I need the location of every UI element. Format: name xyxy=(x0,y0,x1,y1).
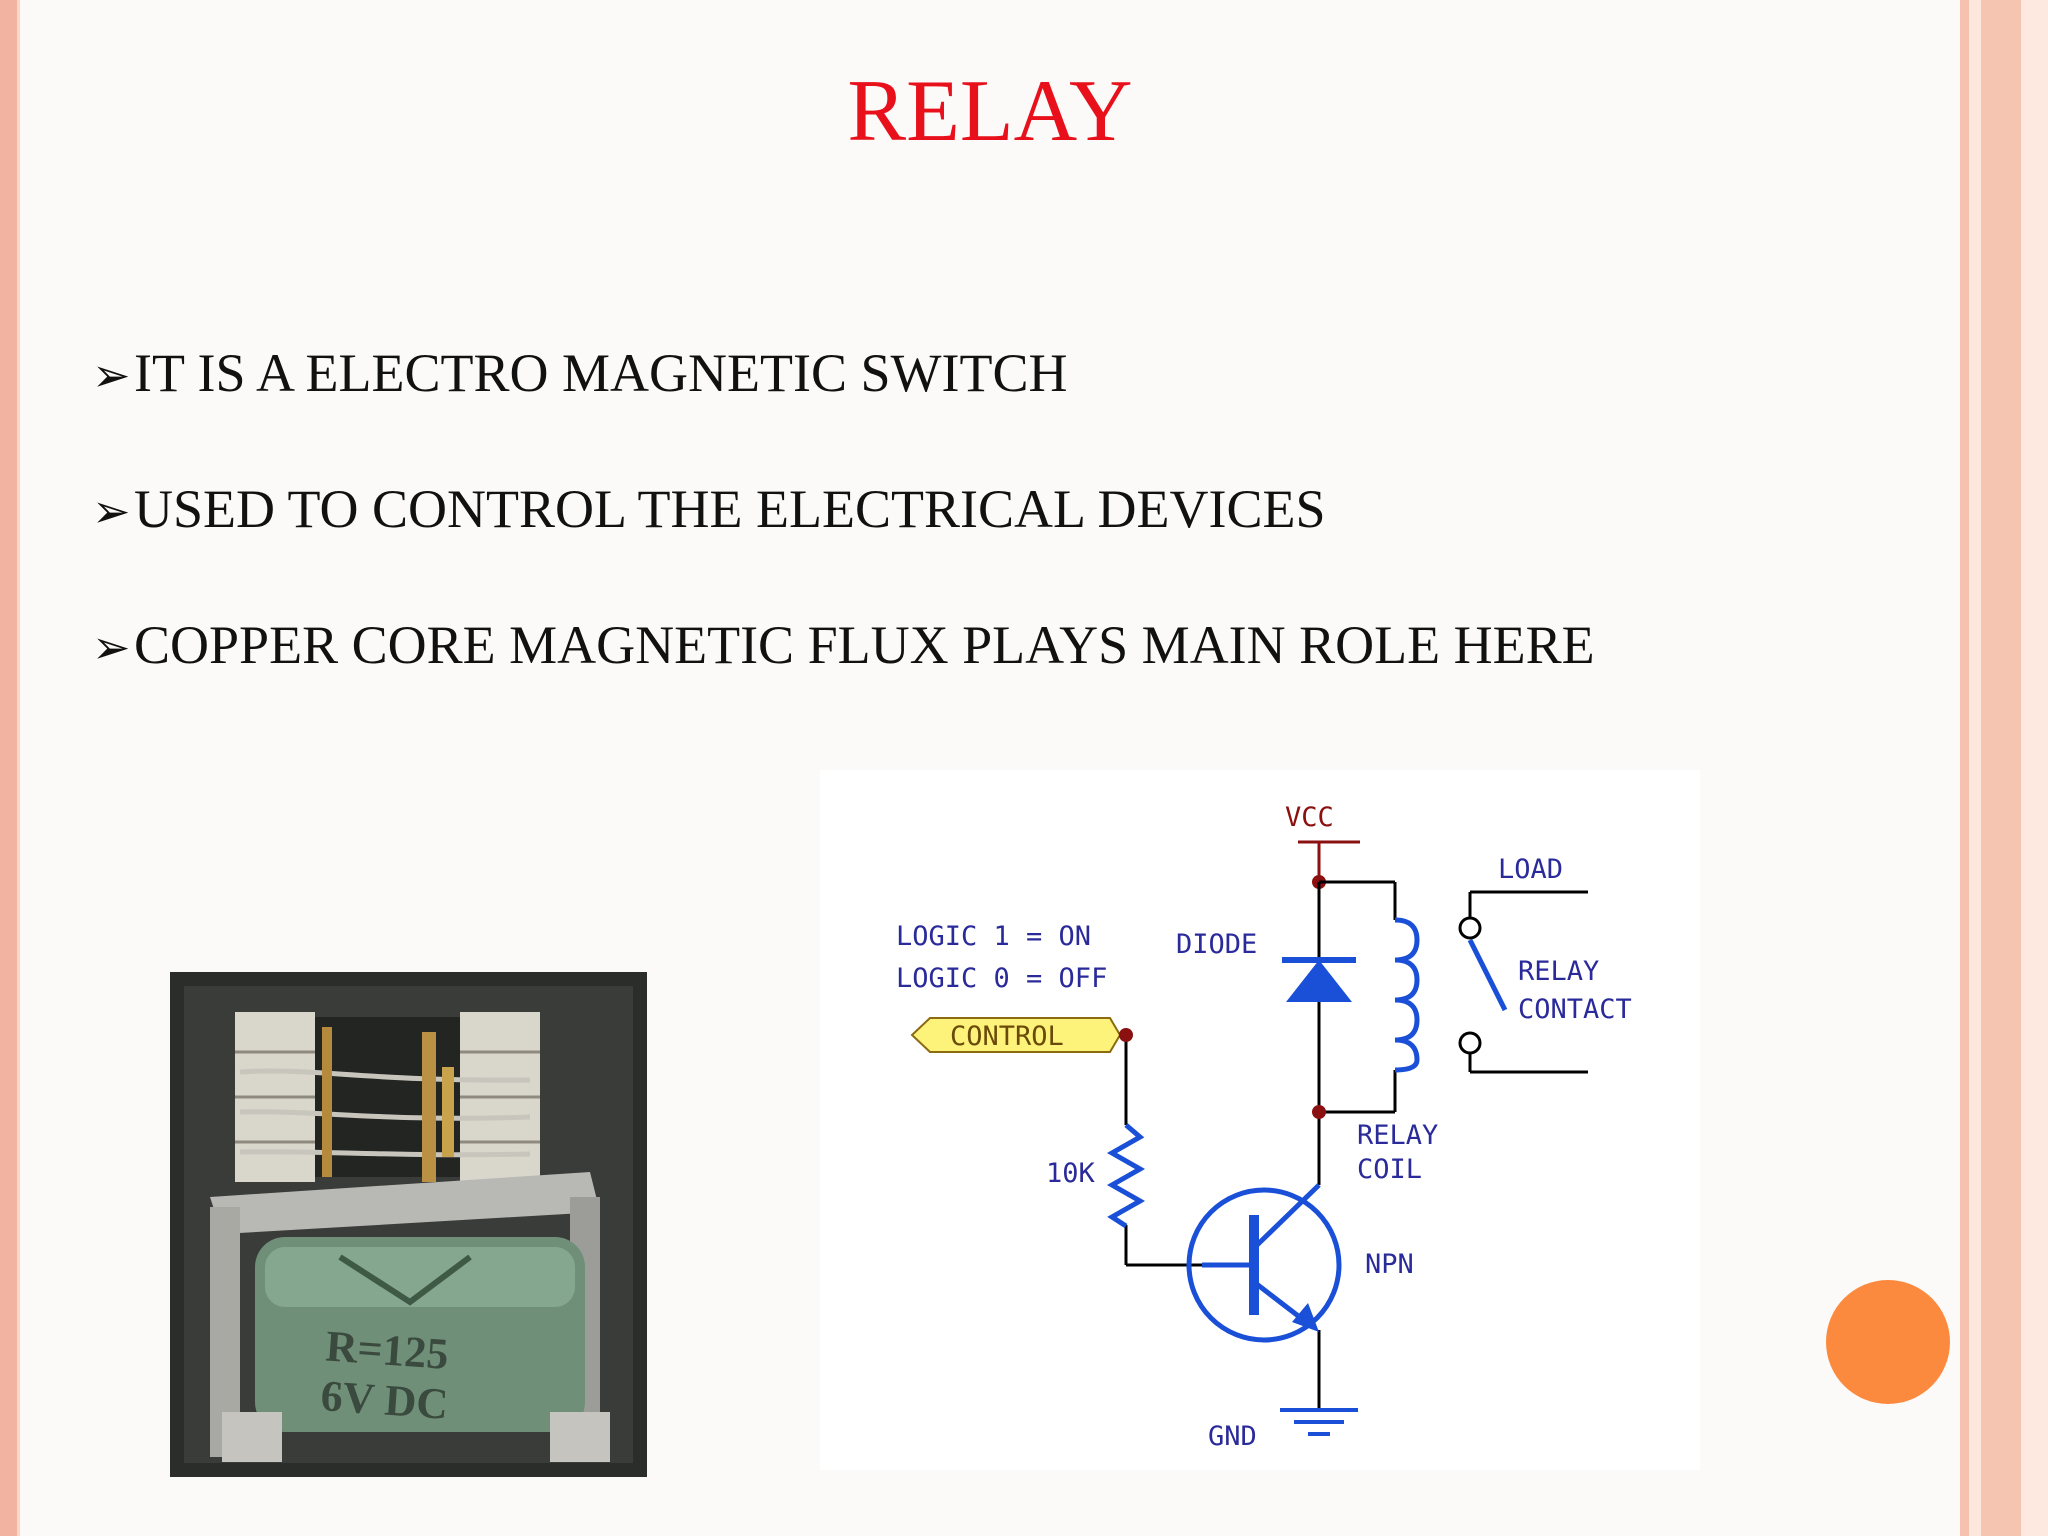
diode-symbol xyxy=(1282,957,1356,1002)
bullet-arrow-icon: ➢ xyxy=(92,622,131,673)
bullet-text: USED TO CONTROL THE ELECTRICAL DEVICES xyxy=(134,479,1326,539)
relay-coil-symbol xyxy=(1394,917,1420,1073)
resistor-label: 10K xyxy=(1046,1158,1096,1189)
control-label: CONTROL xyxy=(950,1021,1064,1052)
relay-coil-label-2: COIL xyxy=(1357,1154,1422,1185)
bullet-item: ➢COPPER CORE MAGNETIC FLUX PLAYS MAIN RO… xyxy=(92,610,1595,746)
relay-photo: R=125 6V DC xyxy=(170,972,647,1477)
left-border-inner xyxy=(17,0,20,1536)
right-border-4 xyxy=(2021,0,2048,1536)
right-border-1 xyxy=(1960,0,1969,1536)
vcc-label: VCC xyxy=(1285,802,1334,833)
gnd-label: GND xyxy=(1208,1421,1257,1452)
bullet-arrow-icon: ➢ xyxy=(92,350,131,401)
bullet-text: IT IS A ELECTRO MAGNETIC SWITCH xyxy=(134,343,1068,403)
right-border-3 xyxy=(1981,0,2021,1536)
control-node xyxy=(1119,1028,1133,1042)
right-border-2 xyxy=(1969,0,1981,1536)
relay-coil-label-1: RELAY xyxy=(1357,1120,1438,1151)
bullet-arrow-icon: ➢ xyxy=(92,486,131,537)
bullet-item: ➢USED TO CONTROL THE ELECTRICAL DEVICES xyxy=(92,474,1595,610)
ground-symbol xyxy=(1280,1408,1358,1436)
relay-contact-switch xyxy=(1467,938,1508,1012)
diode-label: DIODE xyxy=(1176,929,1257,960)
coil-label-rating: 6V DC xyxy=(319,1371,450,1429)
decorative-orange-dot xyxy=(1826,1280,1950,1404)
relay-contact-label-2: CONTACT xyxy=(1518,994,1632,1025)
slide-title: RELAY xyxy=(847,63,1133,160)
bullet-item: ➢IT IS A ELECTRO MAGNETIC SWITCH xyxy=(92,338,1595,474)
relay-contact-label-1: RELAY xyxy=(1518,956,1599,987)
bullet-list: ➢IT IS A ELECTRO MAGNETIC SWITCH ➢USED T… xyxy=(92,338,1595,746)
resistor-symbol xyxy=(1106,1123,1146,1229)
relay-circuit-diagram: VCC DIODE RELAY COIL LOAD RELAY CONTACT … xyxy=(820,770,1700,1470)
load-label: LOAD xyxy=(1498,854,1563,885)
npn-transistor-symbol xyxy=(1186,1183,1342,1343)
npn-label: NPN xyxy=(1365,1249,1414,1280)
control-input-tag: CONTROL xyxy=(910,1017,1122,1053)
left-border xyxy=(0,0,17,1536)
coil-label-resistance: R=125 xyxy=(324,1321,450,1378)
bullet-text: COPPER CORE MAGNETIC FLUX PLAYS MAIN ROL… xyxy=(134,615,1595,675)
logic-off-label: LOGIC 0 = OFF xyxy=(896,963,1107,994)
logic-on-label: LOGIC 1 = ON xyxy=(896,921,1091,952)
coil-node xyxy=(1312,1105,1326,1119)
